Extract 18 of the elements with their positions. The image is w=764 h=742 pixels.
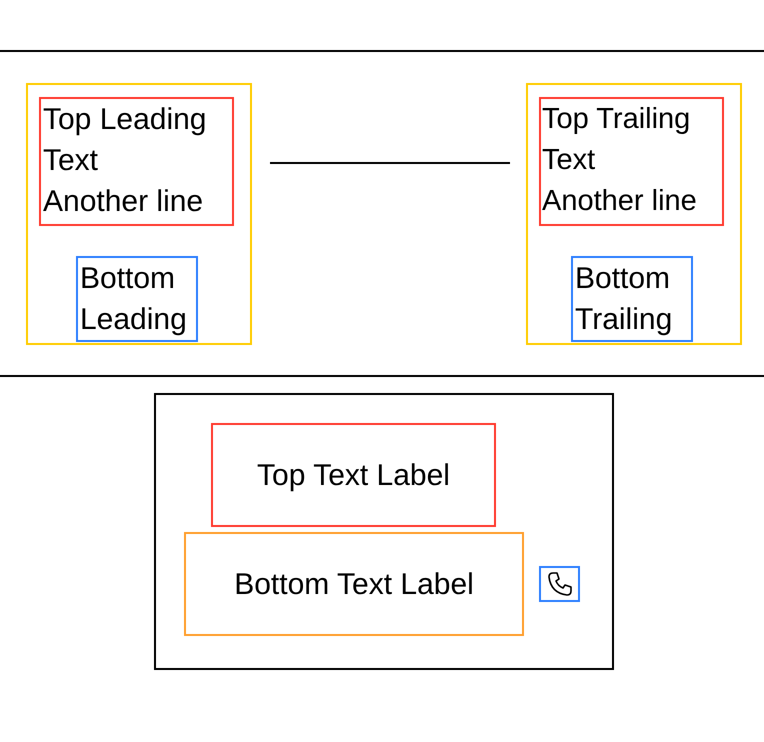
label-text: Top Leading Text — [42, 102, 208, 179]
text-box — [39, 97, 234, 226]
label-text: Another line — [541, 184, 698, 219]
icon-box — [539, 566, 580, 602]
container-box — [26, 83, 252, 345]
text-box — [539, 97, 724, 226]
text-box — [76, 256, 198, 342]
container-box — [526, 83, 742, 345]
label-box — [184, 532, 524, 636]
label-box — [211, 423, 496, 527]
text-box — [571, 256, 693, 342]
label-text: Another line — [42, 184, 204, 220]
label-text: Bottom Trailing — [574, 261, 674, 338]
label-text: Top Trailing Text — [541, 102, 692, 178]
label-text: Bottom Leading — [79, 261, 188, 338]
container-box — [154, 393, 614, 670]
label-text: Bottom Text Label — [234, 566, 474, 602]
label-text: Top Text Label — [257, 458, 450, 494]
